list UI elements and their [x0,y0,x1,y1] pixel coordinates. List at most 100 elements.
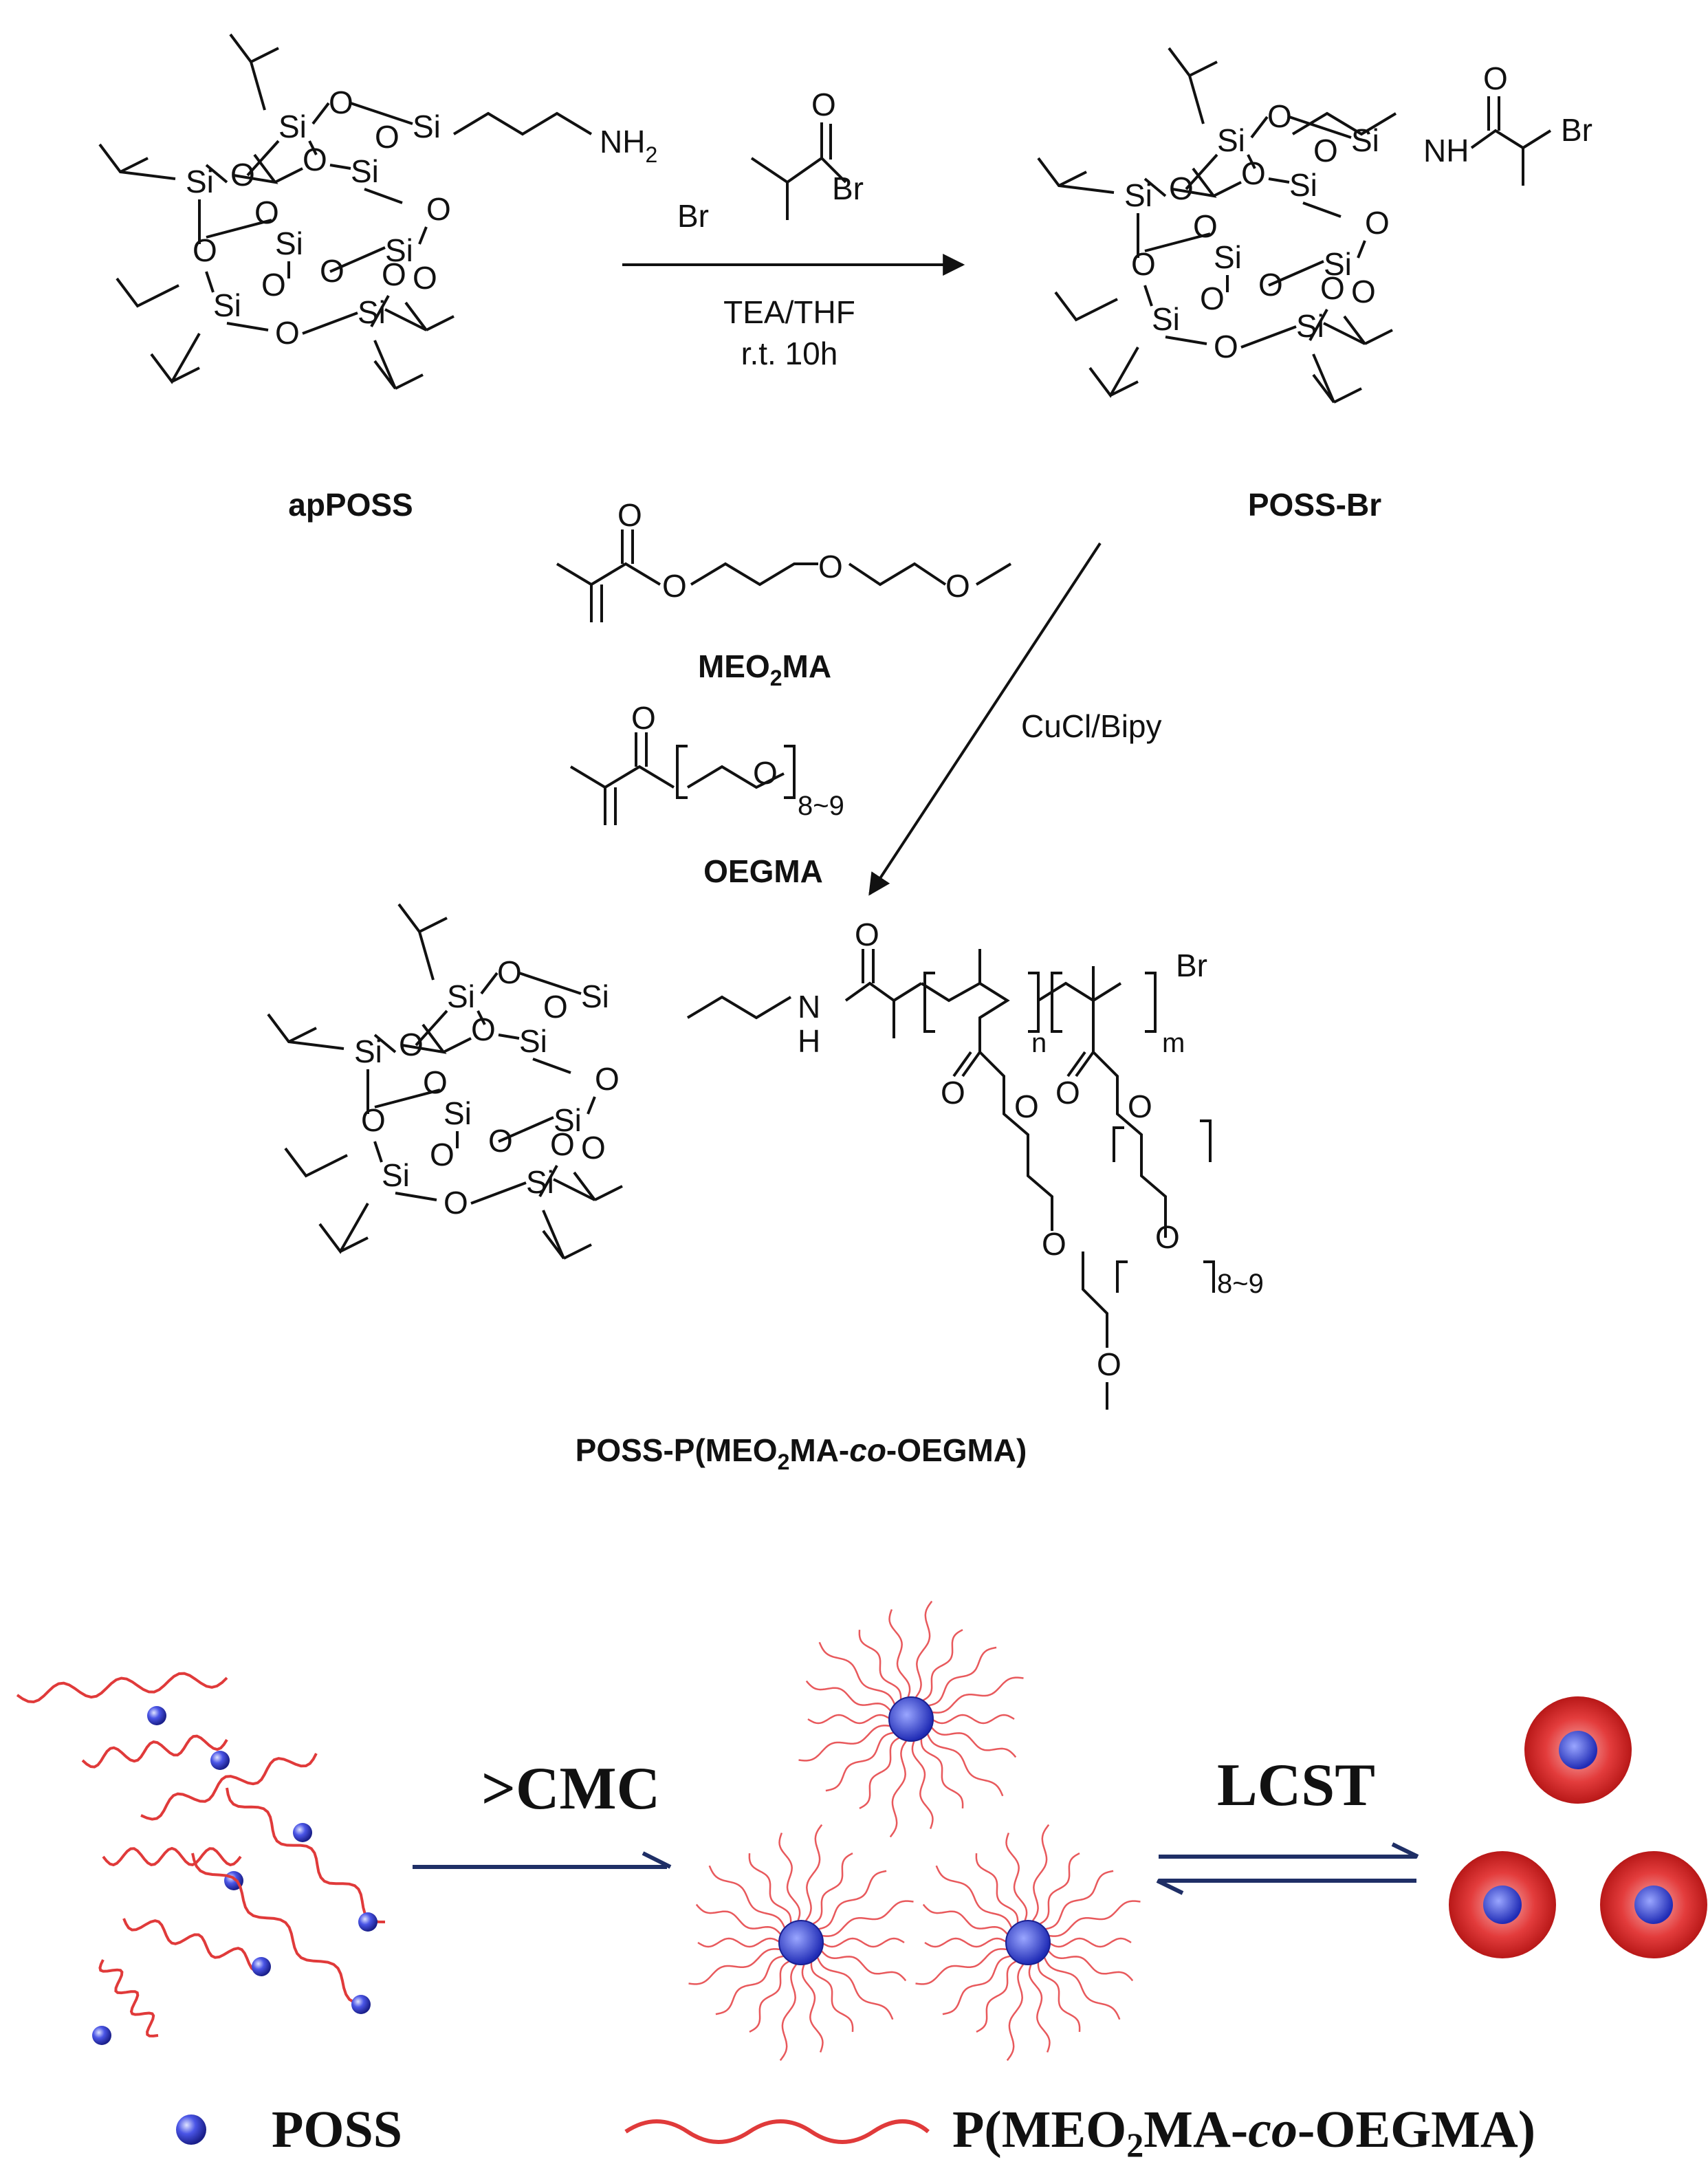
product-si-7: Si [382,1157,410,1193]
micelle-3-arm-8 [942,1955,1013,2015]
aggregate-2-core [1483,1886,1522,1924]
micelle-3-arm-10 [924,1937,1008,1948]
micelle-3-arm-9 [915,1948,1009,1985]
unimer-poss-8 [351,1995,371,2014]
product-h: H [798,1023,820,1059]
micelle-3-arm-4 [1037,1960,1081,2032]
micelle-3-arm-16 [1038,1852,1080,1926]
product-si-5: Si [444,1095,472,1131]
aminopropyl-arm [452,111,593,136]
micelle-2-arm-2 [820,1949,907,1982]
micelle-2-arm-13 [748,1853,792,1925]
micelle-1-arm-5 [911,1739,934,1829]
unimer-chain-6 [122,1918,270,1973]
micelle-2-arm-15 [804,1824,823,1923]
product-ether-o2: O [1155,1219,1180,1255]
micelle-2-arm-11 [695,1903,782,1936]
product-ester-o3: O [1055,1075,1080,1111]
micelle-3-arm-6 [1006,1962,1025,2062]
apposs-si-5: Si [275,226,303,261]
cmc-arrow-head [642,1851,672,1869]
micelle-1-arm-14 [888,1609,911,1699]
micelle-1-arm-2 [930,1725,1017,1758]
product-repeat-range: 8~9 [1217,1269,1264,1299]
meo2ma-structure [556,529,1012,622]
product-n: N [798,989,820,1025]
unimer-poss-6 [252,1957,271,1976]
micelle-1-arm-1 [931,1714,1015,1725]
micelle-2-arm-17 [816,1870,887,1930]
apposs-o-12: O [382,256,406,292]
micelle-3-arm-15 [1031,1824,1050,1923]
possbr-o-3: O [1241,155,1266,191]
product-si-1: Si [447,979,475,1014]
micelle-1-arm-10 [807,1714,891,1725]
repeat-m: m [1162,1028,1185,1058]
micelle-3-arm-14 [1005,1833,1028,1923]
product-o-1: O [497,954,522,990]
micelle-2-arm-16 [811,1852,853,1926]
step2-arrow [868,542,1102,896]
micelle-2-arm-18 [820,1900,914,1937]
micelle-1-arm-13 [858,1630,902,1702]
oegma-repeat: 8~9 [798,791,844,821]
collapsed-aggregates [1449,1696,1707,1958]
micelle-1-arm-15 [914,1600,933,1700]
product-o-12: O [550,1126,575,1162]
cmc-label: >CMC [481,1756,660,1822]
nh2-label: NH2 [600,124,657,167]
oegma-structure [569,732,796,825]
apposs-si-4: Si [351,153,379,189]
micelle-2-arm-14 [778,1833,801,1923]
micelle-2-arm-4 [810,1960,854,2032]
lcst-forward-arrow [1159,1842,1419,1859]
product-si-2: Si [581,979,609,1014]
product-o-11: O [444,1185,468,1221]
reagent-br2: Br [832,171,864,206]
micelle-2-core [778,1920,824,1965]
micelle-3-arm-13 [975,1853,1019,1925]
micelle-2-arm-7 [749,1959,791,2033]
product-si-4: Si [519,1023,547,1059]
step1-condition-top: TEA/THF [723,294,855,330]
product-o-7: O [361,1102,386,1138]
apposs-o-8: O [413,260,437,296]
micelle-1-arm-17 [926,1646,997,1707]
bromoisobutyryl-bromide [750,122,847,220]
product-si-3: Si [354,1034,382,1069]
unimer-poss-3 [293,1823,312,1842]
apposs-si-1: Si [278,109,307,144]
product-o-8: O [581,1130,606,1166]
micelle-1-arm-7 [859,1736,901,1809]
micelle-1-arm-18 [930,1676,1024,1714]
step2-condition: CuCl/Bipy [1021,708,1162,744]
micelle-1-arm-6 [889,1738,908,1838]
apposs-o-11: O [275,315,300,351]
micelle-3-arm-11 [922,1903,1009,1936]
product-o-9: O [430,1137,455,1172]
apposs-o-3: O [303,142,327,177]
product-amide-o: O [855,917,879,952]
micelle-3-arm-18 [1047,1900,1141,1937]
label-apposs: apPOSS [288,487,413,523]
meo2ma-o2: O [662,568,687,604]
product-ether-o3: O [1097,1346,1121,1382]
micelle-2-arm-1 [821,1937,905,1948]
possbr-si-1: Si [1217,122,1245,158]
possbr-o-9: O [1200,281,1225,316]
possbr-si-3: Si [1124,177,1152,213]
oegma-o1: O [631,700,656,736]
possbr-o-12: O [1320,270,1345,306]
product-ester-o1: O [941,1075,965,1111]
product-o-3: O [471,1012,496,1047]
aggregate-1-core [1559,1731,1597,1769]
apposs-o-9: O [261,267,286,303]
label-meo2ma: MEO2MA [698,648,831,690]
apposs-si-3: Si [186,164,214,199]
product-o-4: O [543,989,568,1025]
lcst-reverse-arrow [1156,1879,1416,1895]
micelle-1-arm-4 [920,1736,964,1808]
